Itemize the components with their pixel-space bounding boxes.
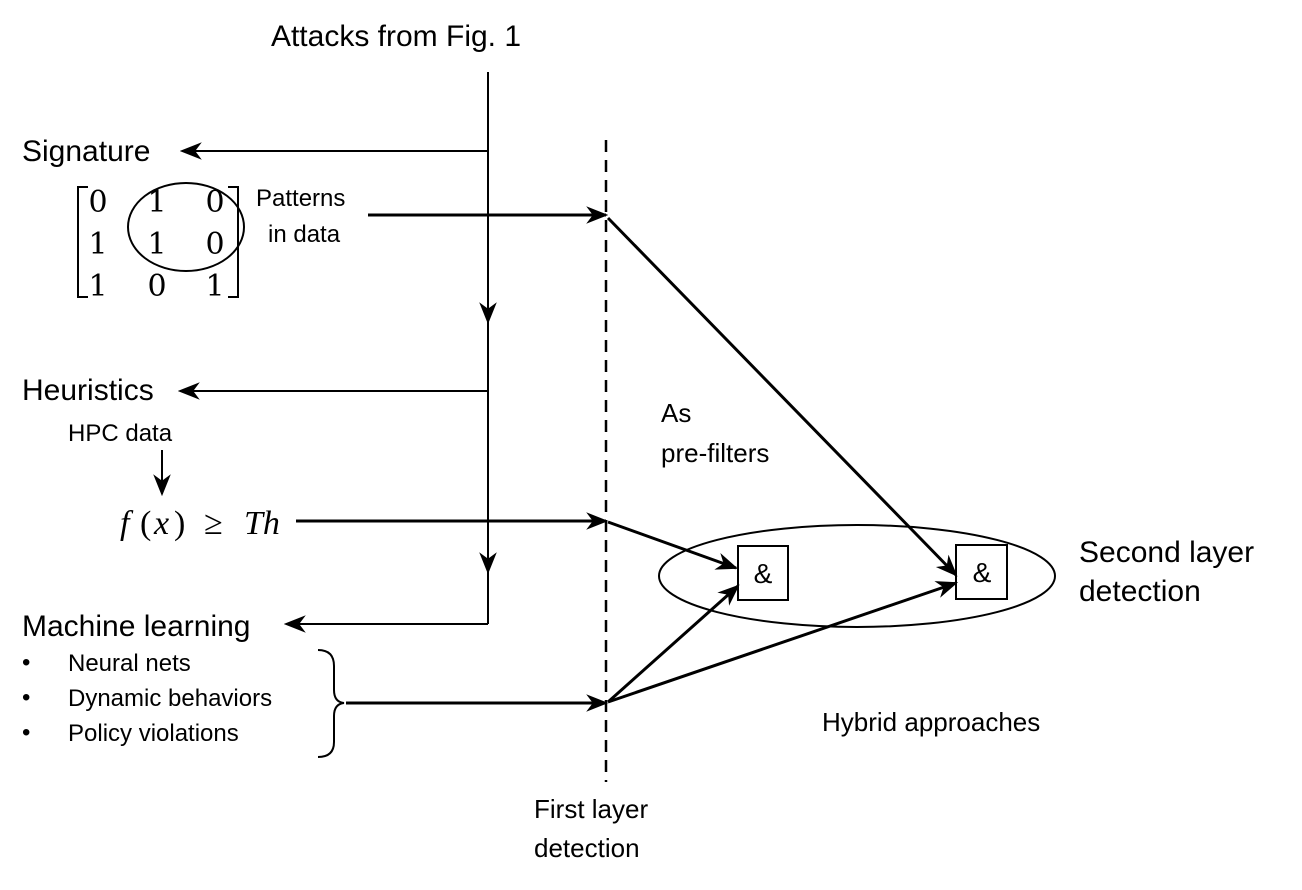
machine-learning-brace [317, 649, 345, 758]
first-layer-label-line2: detection [534, 833, 640, 863]
matrix-cell: 1 [147, 185, 166, 220]
hybrid-approaches-label: Hybrid approaches [822, 707, 1040, 737]
matrix-cell: 1 [88, 227, 107, 262]
matrix-right-bracket [228, 186, 239, 298]
matrix-cell: 1 [147, 227, 166, 262]
formula-f: f [120, 505, 134, 542]
ml-to-left-gate-arrow [607, 584, 740, 704]
signature-label: Signature [22, 135, 150, 168]
list-item: Policy violations [68, 720, 239, 747]
matrix-cell: 0 [147, 269, 166, 304]
hybrid-ellipse [658, 524, 1056, 628]
bullet: • [22, 649, 30, 676]
and-gate-left-label: & [754, 558, 773, 589]
formula-geq: ≥ [204, 505, 223, 542]
prefilters-label-line1: As [661, 398, 691, 428]
formula-lparen: ( [140, 505, 151, 542]
bullet: • [22, 684, 30, 711]
formula-th: Th [244, 505, 280, 542]
signature-to-right-gate-arrow [606, 216, 958, 577]
title: Attacks from Fig. 1 [271, 20, 521, 53]
list-item: Neural nets [68, 650, 191, 677]
and-gate-right-label: & [973, 557, 992, 588]
bullet: • [22, 719, 30, 746]
signature-matrix: 0 1 0 1 1 0 1 0 1 [88, 185, 224, 304]
machine-learning-label: Machine learning [22, 610, 250, 643]
second-layer-label-line2: detection [1079, 575, 1201, 608]
list-item: Dynamic behaviors [68, 685, 272, 712]
matrix-cell: 0 [88, 185, 107, 220]
patterns-label-line2: in data [268, 221, 341, 248]
hpc-data-label: HPC data [68, 420, 173, 447]
patterns-label-line1: Patterns [256, 185, 345, 212]
heuristics-label: Heuristics [22, 374, 154, 407]
matrix-cell: 0 [205, 185, 224, 220]
matrix-left-bracket [77, 186, 88, 298]
formula-x: x [153, 505, 169, 542]
formula-rparen: ) [174, 505, 185, 542]
matrix-cell: 0 [205, 227, 224, 262]
ml-to-right-gate-arrow [607, 581, 959, 704]
pattern-highlight-ellipse [127, 182, 245, 272]
machine-learning-list: • Neural nets • Dynamic behaviors • Poli… [22, 649, 272, 747]
prefilters-label-line2: pre-filters [661, 438, 769, 468]
first-layer-label-line1: First layer [534, 794, 648, 824]
and-gate-left [737, 545, 789, 601]
matrix-cell: 1 [205, 269, 224, 304]
threshold-formula: f ( x ) ≥ Th [120, 505, 280, 542]
and-gate-right [955, 544, 1008, 600]
second-layer-label-line1: Second layer [1079, 536, 1254, 569]
matrix-cell: 1 [88, 269, 107, 304]
heuristics-to-left-gate-arrow [607, 520, 739, 570]
